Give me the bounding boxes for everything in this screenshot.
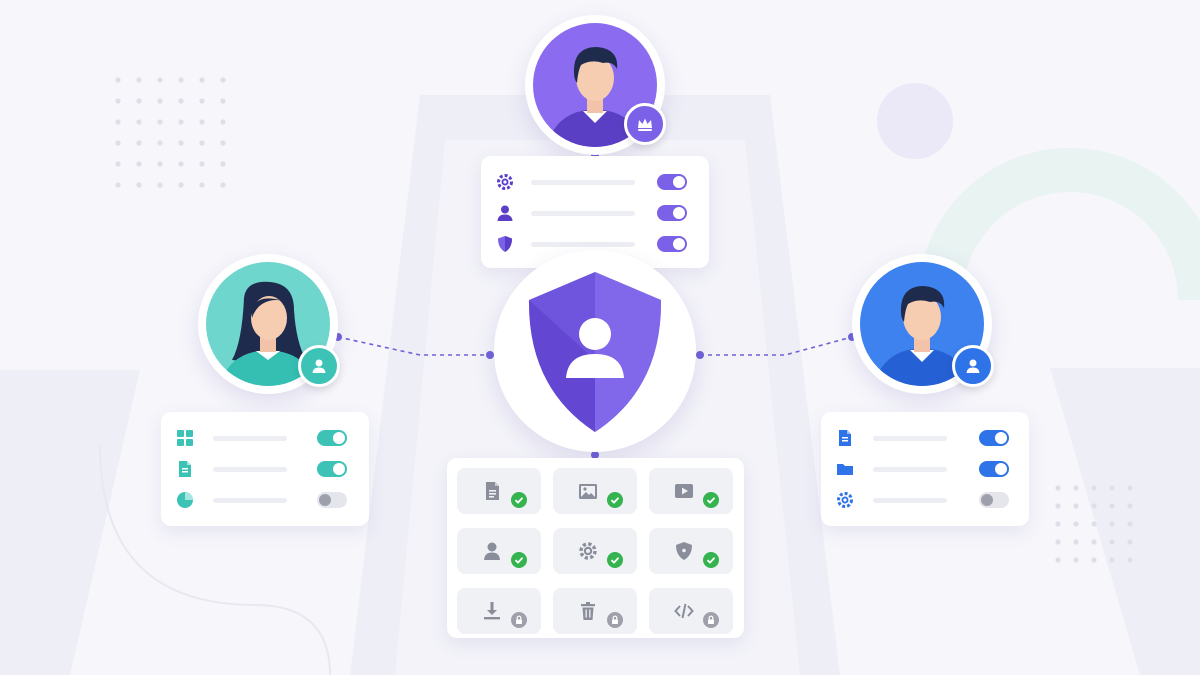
permission-row (821, 453, 1029, 485)
dot-grid (115, 77, 226, 188)
resource-tile[interactable] (457, 468, 541, 514)
permission-toggle[interactable] (317, 430, 347, 446)
permission-row (161, 453, 369, 485)
woman-avatar-icon (206, 262, 330, 386)
permission-toggle[interactable] (657, 174, 687, 190)
right-user-badge (952, 345, 994, 387)
lock-icon (607, 612, 623, 628)
dot-grid (1055, 485, 1133, 563)
resource-tile[interactable] (457, 588, 541, 634)
check-icon (607, 492, 623, 508)
shield-icon (676, 542, 692, 560)
check-icon (703, 492, 719, 508)
decor-arc (918, 148, 1200, 301)
permission-row (481, 197, 709, 229)
shield-icon (498, 236, 512, 252)
shield-user-icon (528, 272, 662, 432)
resource-tile[interactable] (553, 588, 637, 634)
permission-row (161, 484, 369, 516)
lock-icon (703, 612, 719, 628)
user-icon (312, 359, 326, 373)
document-icon (839, 430, 851, 446)
resource-tile[interactable] (553, 468, 637, 514)
document-icon (486, 482, 499, 500)
gear-icon (837, 492, 853, 508)
permission-toggle[interactable] (979, 461, 1009, 477)
gear-icon (497, 174, 513, 190)
permission-row (481, 228, 709, 260)
decor-circle (877, 83, 953, 159)
folder-icon (837, 464, 853, 475)
lock-icon (511, 612, 527, 628)
permission-toggle[interactable] (317, 461, 347, 477)
permission-toggle[interactable] (979, 492, 1009, 508)
user-icon (484, 542, 500, 560)
left-user-badge (298, 345, 340, 387)
user-icon (497, 205, 513, 221)
grid-icon (177, 430, 193, 446)
resource-tile[interactable] (457, 528, 541, 574)
download-icon (484, 602, 500, 620)
gear-icon (579, 542, 597, 560)
permission-row (821, 422, 1029, 454)
resource-tile[interactable] (553, 528, 637, 574)
resource-access-grid (447, 458, 744, 638)
permission-row (481, 166, 709, 198)
central-shield (494, 250, 696, 452)
permission-toggle[interactable] (657, 205, 687, 221)
crown-icon (638, 118, 652, 131)
video-icon (675, 484, 693, 498)
resource-tile[interactable] (649, 588, 733, 634)
permission-toggle[interactable] (657, 236, 687, 252)
left-user-avatar[interactable] (198, 254, 338, 394)
left-user-permissions-card (161, 412, 369, 526)
pie-chart-icon (177, 492, 193, 508)
permission-toggle[interactable] (979, 430, 1009, 446)
image-icon (579, 484, 597, 499)
resource-tile[interactable] (649, 528, 733, 574)
right-user-permissions-card (821, 412, 1029, 526)
document-icon (179, 461, 191, 477)
check-icon (511, 492, 527, 508)
check-icon (511, 552, 527, 568)
admin-badge (624, 103, 666, 145)
code-icon (674, 603, 694, 619)
resource-tile[interactable] (649, 468, 733, 514)
permission-row (161, 422, 369, 454)
man-avatar-icon (860, 262, 984, 386)
permission-toggle[interactable] (317, 492, 347, 508)
permission-row (821, 484, 1029, 516)
trash-icon (581, 602, 595, 620)
user-icon (966, 359, 980, 373)
check-icon (607, 552, 623, 568)
check-icon (703, 552, 719, 568)
admin-permissions-card (481, 156, 709, 268)
